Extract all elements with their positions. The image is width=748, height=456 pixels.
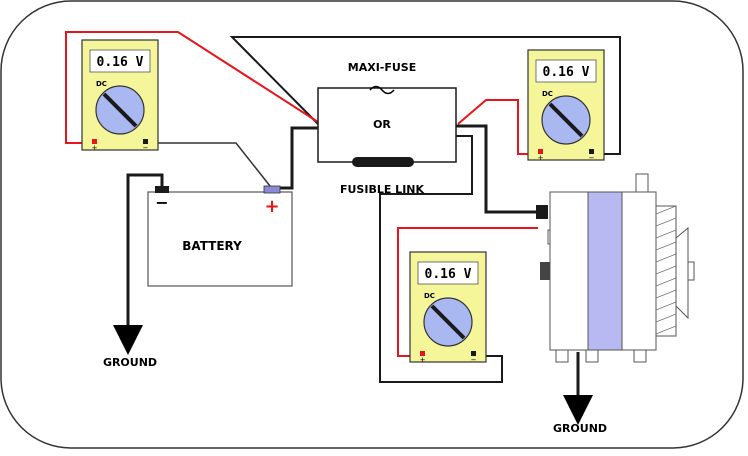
meter-plus-sign: + (538, 154, 544, 162)
wire-fuse-to-alternator (456, 124, 538, 214)
meter-mode: DC (424, 292, 435, 300)
multimeter-2: 0.16 V DC + − (527, 49, 605, 162)
meter-minus-sign: − (471, 356, 477, 364)
maxi-fuse-label: MAXI-FUSE (348, 61, 416, 74)
battery-pos-terminal (263, 185, 281, 194)
meter-minus-sign: − (589, 154, 595, 162)
meter-positive-jack[interactable] (92, 139, 97, 144)
fusible-link-label: FUSIBLE LINK (340, 183, 425, 196)
alternator-top-lug (635, 173, 649, 193)
battery-neg-terminal (155, 186, 169, 193)
alternator-foot-left (555, 349, 569, 363)
alternator-rear-housing (549, 191, 591, 351)
meter-mode: DC (542, 90, 553, 98)
ground-label-right: GROUND (553, 422, 607, 435)
battery-plus-sign: + (264, 196, 279, 217)
meter-negative-jack[interactable] (589, 149, 594, 154)
meter-reading: 0.16 V (425, 267, 472, 282)
wire-battery-ground (113, 173, 164, 355)
meter-display (89, 49, 151, 73)
meter-negative-jack[interactable] (143, 139, 148, 144)
battery-minus-sign: − (155, 193, 168, 212)
meter-mode: DC (96, 80, 107, 88)
alternator-fan (655, 205, 677, 337)
wire-fuse-to-meter3 (379, 135, 503, 383)
alternator-bottom-lug (633, 349, 647, 363)
alternator-stator-band (587, 191, 623, 351)
alternator-pulley (675, 226, 689, 320)
meter-display (535, 59, 597, 83)
wire-battery-positive (270, 126, 318, 190)
fusible-link-symbol (352, 157, 414, 167)
battery-label: BATTERY (182, 239, 242, 253)
or-label: OR (373, 118, 391, 131)
alternator-foot-right (585, 349, 599, 363)
fuse-symbol (369, 85, 395, 95)
alternator-front-housing (621, 191, 657, 351)
alternator-output-stud (536, 205, 548, 219)
meter-dial-pointer (430, 304, 466, 340)
wire-top-return (229, 36, 621, 155)
lead-meter2-red (457, 99, 540, 155)
meter-negative-jack[interactable] (471, 351, 476, 356)
alternator-shaft (687, 261, 695, 281)
meter-minus-sign: − (143, 144, 149, 152)
ground-label-left: GROUND (103, 356, 157, 369)
alternator-terminal-block (540, 262, 550, 280)
meter-reading: 0.16 V (97, 55, 144, 70)
meter-dial-pointer (548, 102, 584, 138)
wire-meter1-neg (150, 142, 271, 187)
fuse-box (317, 87, 457, 163)
multimeter-3: 0.16 V DC + − (409, 251, 487, 364)
meter-positive-jack[interactable] (538, 149, 543, 154)
meter-dial-pointer (102, 92, 138, 128)
meter-plus-sign: + (420, 356, 426, 364)
fan-hatch (655, 205, 677, 335)
battery-body (147, 191, 293, 287)
lead-meter1-red (65, 31, 319, 144)
alternator (536, 173, 695, 363)
meter-plus-sign: + (92, 144, 98, 152)
meter-display (417, 261, 479, 285)
multimeter-1: 0.16 V DC + − (81, 39, 159, 152)
meter-positive-jack[interactable] (420, 351, 425, 356)
meter-reading: 0.16 V (543, 65, 590, 80)
